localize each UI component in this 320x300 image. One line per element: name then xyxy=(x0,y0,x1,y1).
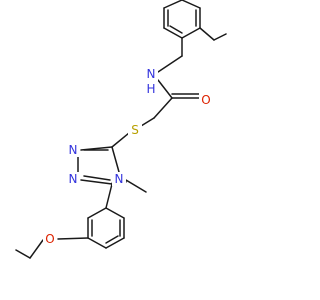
triazole-n4: N xyxy=(112,172,126,186)
bond-25 xyxy=(83,175,111,181)
bond-lines xyxy=(15,0,227,259)
bond-10 xyxy=(213,33,227,41)
bond-27 xyxy=(125,179,147,193)
triazole-n2: N xyxy=(66,172,80,186)
bond-12 xyxy=(157,55,183,73)
bond-18 xyxy=(111,132,130,148)
bond-21 xyxy=(80,179,113,185)
oxygen-carbonyl-label: O xyxy=(201,93,210,107)
carbonyl-oxygen: O xyxy=(199,93,213,107)
ether-oxygen: O xyxy=(43,232,57,246)
bond-28 xyxy=(105,183,113,209)
bond-37 xyxy=(105,235,119,244)
bond-3 xyxy=(163,0,183,9)
bond-39 xyxy=(29,239,44,259)
bond-31 xyxy=(105,237,125,249)
triazole-n1: N xyxy=(66,143,80,157)
amide-nh: N H xyxy=(144,67,158,96)
thioether-sulfur: S xyxy=(128,123,142,137)
sulfur-label: S xyxy=(131,123,139,137)
bond-32 xyxy=(87,237,107,249)
bond-23 xyxy=(111,146,120,173)
nitrogen-amide-label: N xyxy=(147,67,156,81)
bond-9 xyxy=(199,27,215,41)
bond-2 xyxy=(181,0,201,9)
atom-labels: N H O S N N N O xyxy=(43,67,213,246)
bond-17 xyxy=(140,117,155,127)
bond-29 xyxy=(105,207,125,219)
molecule-structure: N H O S N N N O xyxy=(15,0,227,259)
bond-38 xyxy=(57,237,89,240)
nitrogen-triazole-bottom-label: N xyxy=(69,172,78,186)
bond-13 xyxy=(157,79,173,99)
nitrogen-triazole-top-label: N xyxy=(69,143,78,157)
bond-5 xyxy=(163,27,183,39)
bond-8 xyxy=(169,25,183,34)
hydrogen-amide-label: H xyxy=(146,82,155,96)
nitrogen-triazole-methyl-label: N xyxy=(115,172,124,186)
bond-16 xyxy=(153,97,173,119)
bond-34 xyxy=(87,207,107,219)
bond-40 xyxy=(15,249,31,259)
oxygen-ether-label: O xyxy=(45,232,54,246)
bond-0 xyxy=(181,27,201,39)
